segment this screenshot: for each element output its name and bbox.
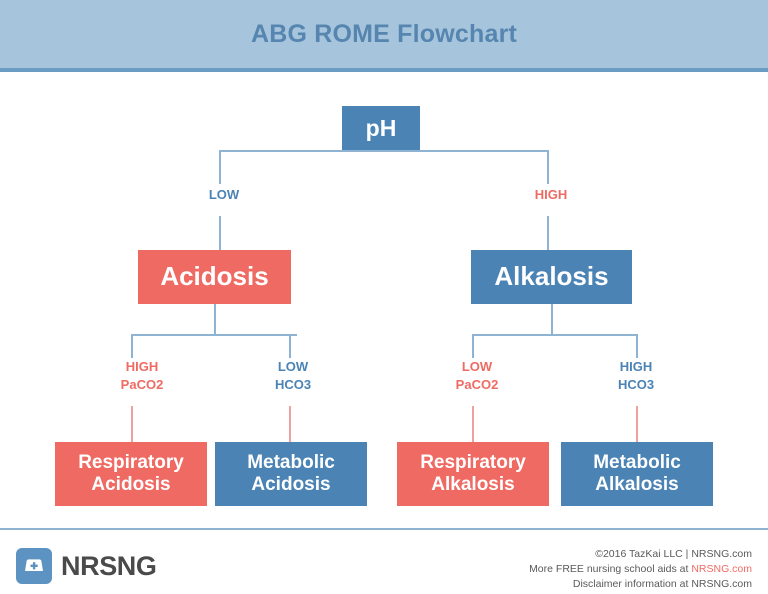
edge-label-low-hco3-line1: LOW xyxy=(277,359,309,374)
node-respiratory-alkalosis-line2: Alkalosis xyxy=(431,474,515,495)
node-respiratory-acidosis[interactable]: Respiratory Acidosis xyxy=(55,442,207,506)
connector-stub-respiratory-alkalosis xyxy=(472,406,474,442)
edge-label-high-hco3-line1: HIGH xyxy=(619,359,653,374)
edge-label-low-hco3: LOW HCO3 xyxy=(241,358,345,394)
connector-acidosis-right-down xyxy=(289,334,291,358)
footer-disclaimer: Disclaimer information at NRSNG.com xyxy=(572,578,752,591)
connector-root-horizontal xyxy=(219,150,549,152)
connector-acidosis-horizontal xyxy=(131,334,297,336)
edge-label-low-hco3-line2: HCO3 xyxy=(274,376,312,392)
connector-alkalosis-horizontal xyxy=(472,334,636,336)
node-acidosis[interactable]: Acidosis xyxy=(138,250,291,304)
edge-label-ph-high: HIGH xyxy=(507,186,595,204)
node-respiratory-acidosis-line2: Acidosis xyxy=(91,474,171,495)
edge-label-low-paco2-line2: PaCO2 xyxy=(455,376,499,392)
footer-promo: More FREE nursing school aids at NRSNG.c… xyxy=(529,562,752,577)
edge-label-ph-low: LOW xyxy=(180,186,268,204)
connector-alkalosis-right-down xyxy=(636,334,638,358)
node-ph-label: pH xyxy=(365,114,397,141)
node-metabolic-alkalosis-line2: Alkalosis xyxy=(595,474,679,495)
connector-right-to-alkalosis xyxy=(547,216,549,250)
connector-stub-metabolic-acidosis xyxy=(289,406,291,442)
node-metabolic-acidosis[interactable]: Metabolic Acidosis xyxy=(215,442,367,506)
node-respiratory-acidosis-line1: Respiratory xyxy=(78,452,184,474)
brand-logo[interactable]: NRSNG xyxy=(16,548,157,584)
connector-acidosis-stem xyxy=(214,304,216,336)
footer-legal: ©2016 TazKai LLC | NRSNG.com More FREE n… xyxy=(529,547,752,593)
node-metabolic-alkalosis-line1: Metabolic xyxy=(593,452,681,474)
page-footer: NRSNG ©2016 TazKai LLC | NRSNG.com More … xyxy=(0,528,768,594)
nurse-cap-icon xyxy=(16,548,52,584)
node-acidosis-label: Acidosis xyxy=(160,261,269,292)
connector-alkalosis-left-down xyxy=(472,334,474,358)
node-respiratory-alkalosis-line1: Respiratory xyxy=(420,452,526,474)
node-metabolic-acidosis-line2: Acidosis xyxy=(251,474,331,495)
connector-stub-metabolic-alkalosis xyxy=(636,406,638,442)
node-ph[interactable]: pH xyxy=(342,106,420,150)
connector-alkalosis-stem xyxy=(551,304,553,336)
node-alkalosis-label: Alkalosis xyxy=(494,261,609,292)
edge-label-ph-low-text: LOW xyxy=(208,187,240,202)
edge-label-high-hco3-line2: HCO3 xyxy=(617,376,655,392)
connector-root-left-down xyxy=(219,150,221,184)
footer-promo-link[interactable]: NRSNG.com xyxy=(691,563,752,576)
edge-label-high-paco2-line1: HIGH xyxy=(125,359,159,374)
edge-label-ph-high-text: HIGH xyxy=(534,187,568,202)
node-metabolic-alkalosis[interactable]: Metabolic Alkalosis xyxy=(561,442,713,506)
node-metabolic-acidosis-line1: Metabolic xyxy=(247,452,335,474)
connector-left-to-acidosis xyxy=(219,216,221,250)
connector-root-right-down xyxy=(547,150,549,184)
page-title: ABG ROME Flowchart xyxy=(250,19,518,48)
page-header: ABG ROME Flowchart xyxy=(0,0,768,72)
footer-copyright: ©2016 TazKai LLC | NRSNG.com xyxy=(595,548,752,560)
connector-stub-respiratory-acidosis xyxy=(131,406,133,442)
node-respiratory-alkalosis[interactable]: Respiratory Alkalosis xyxy=(397,442,549,506)
edge-label-low-paco2: LOW PaCO2 xyxy=(425,358,529,394)
brand-wordmark: NRSNG xyxy=(61,550,157,581)
edge-label-low-paco2-line1: LOW xyxy=(461,359,493,374)
edge-label-high-paco2-line2: PaCO2 xyxy=(120,376,164,392)
edge-label-high-paco2: HIGH PaCO2 xyxy=(90,358,194,394)
flowchart-canvas: pH LOW HIGH Acidosis Alkalosis HIGH PaCO… xyxy=(0,76,768,528)
edge-label-high-hco3: HIGH HCO3 xyxy=(584,358,688,394)
connector-acidosis-left-down xyxy=(131,334,133,358)
footer-promo-prefix: More FREE nursing school aids at xyxy=(529,563,692,576)
node-alkalosis[interactable]: Alkalosis xyxy=(471,250,632,304)
